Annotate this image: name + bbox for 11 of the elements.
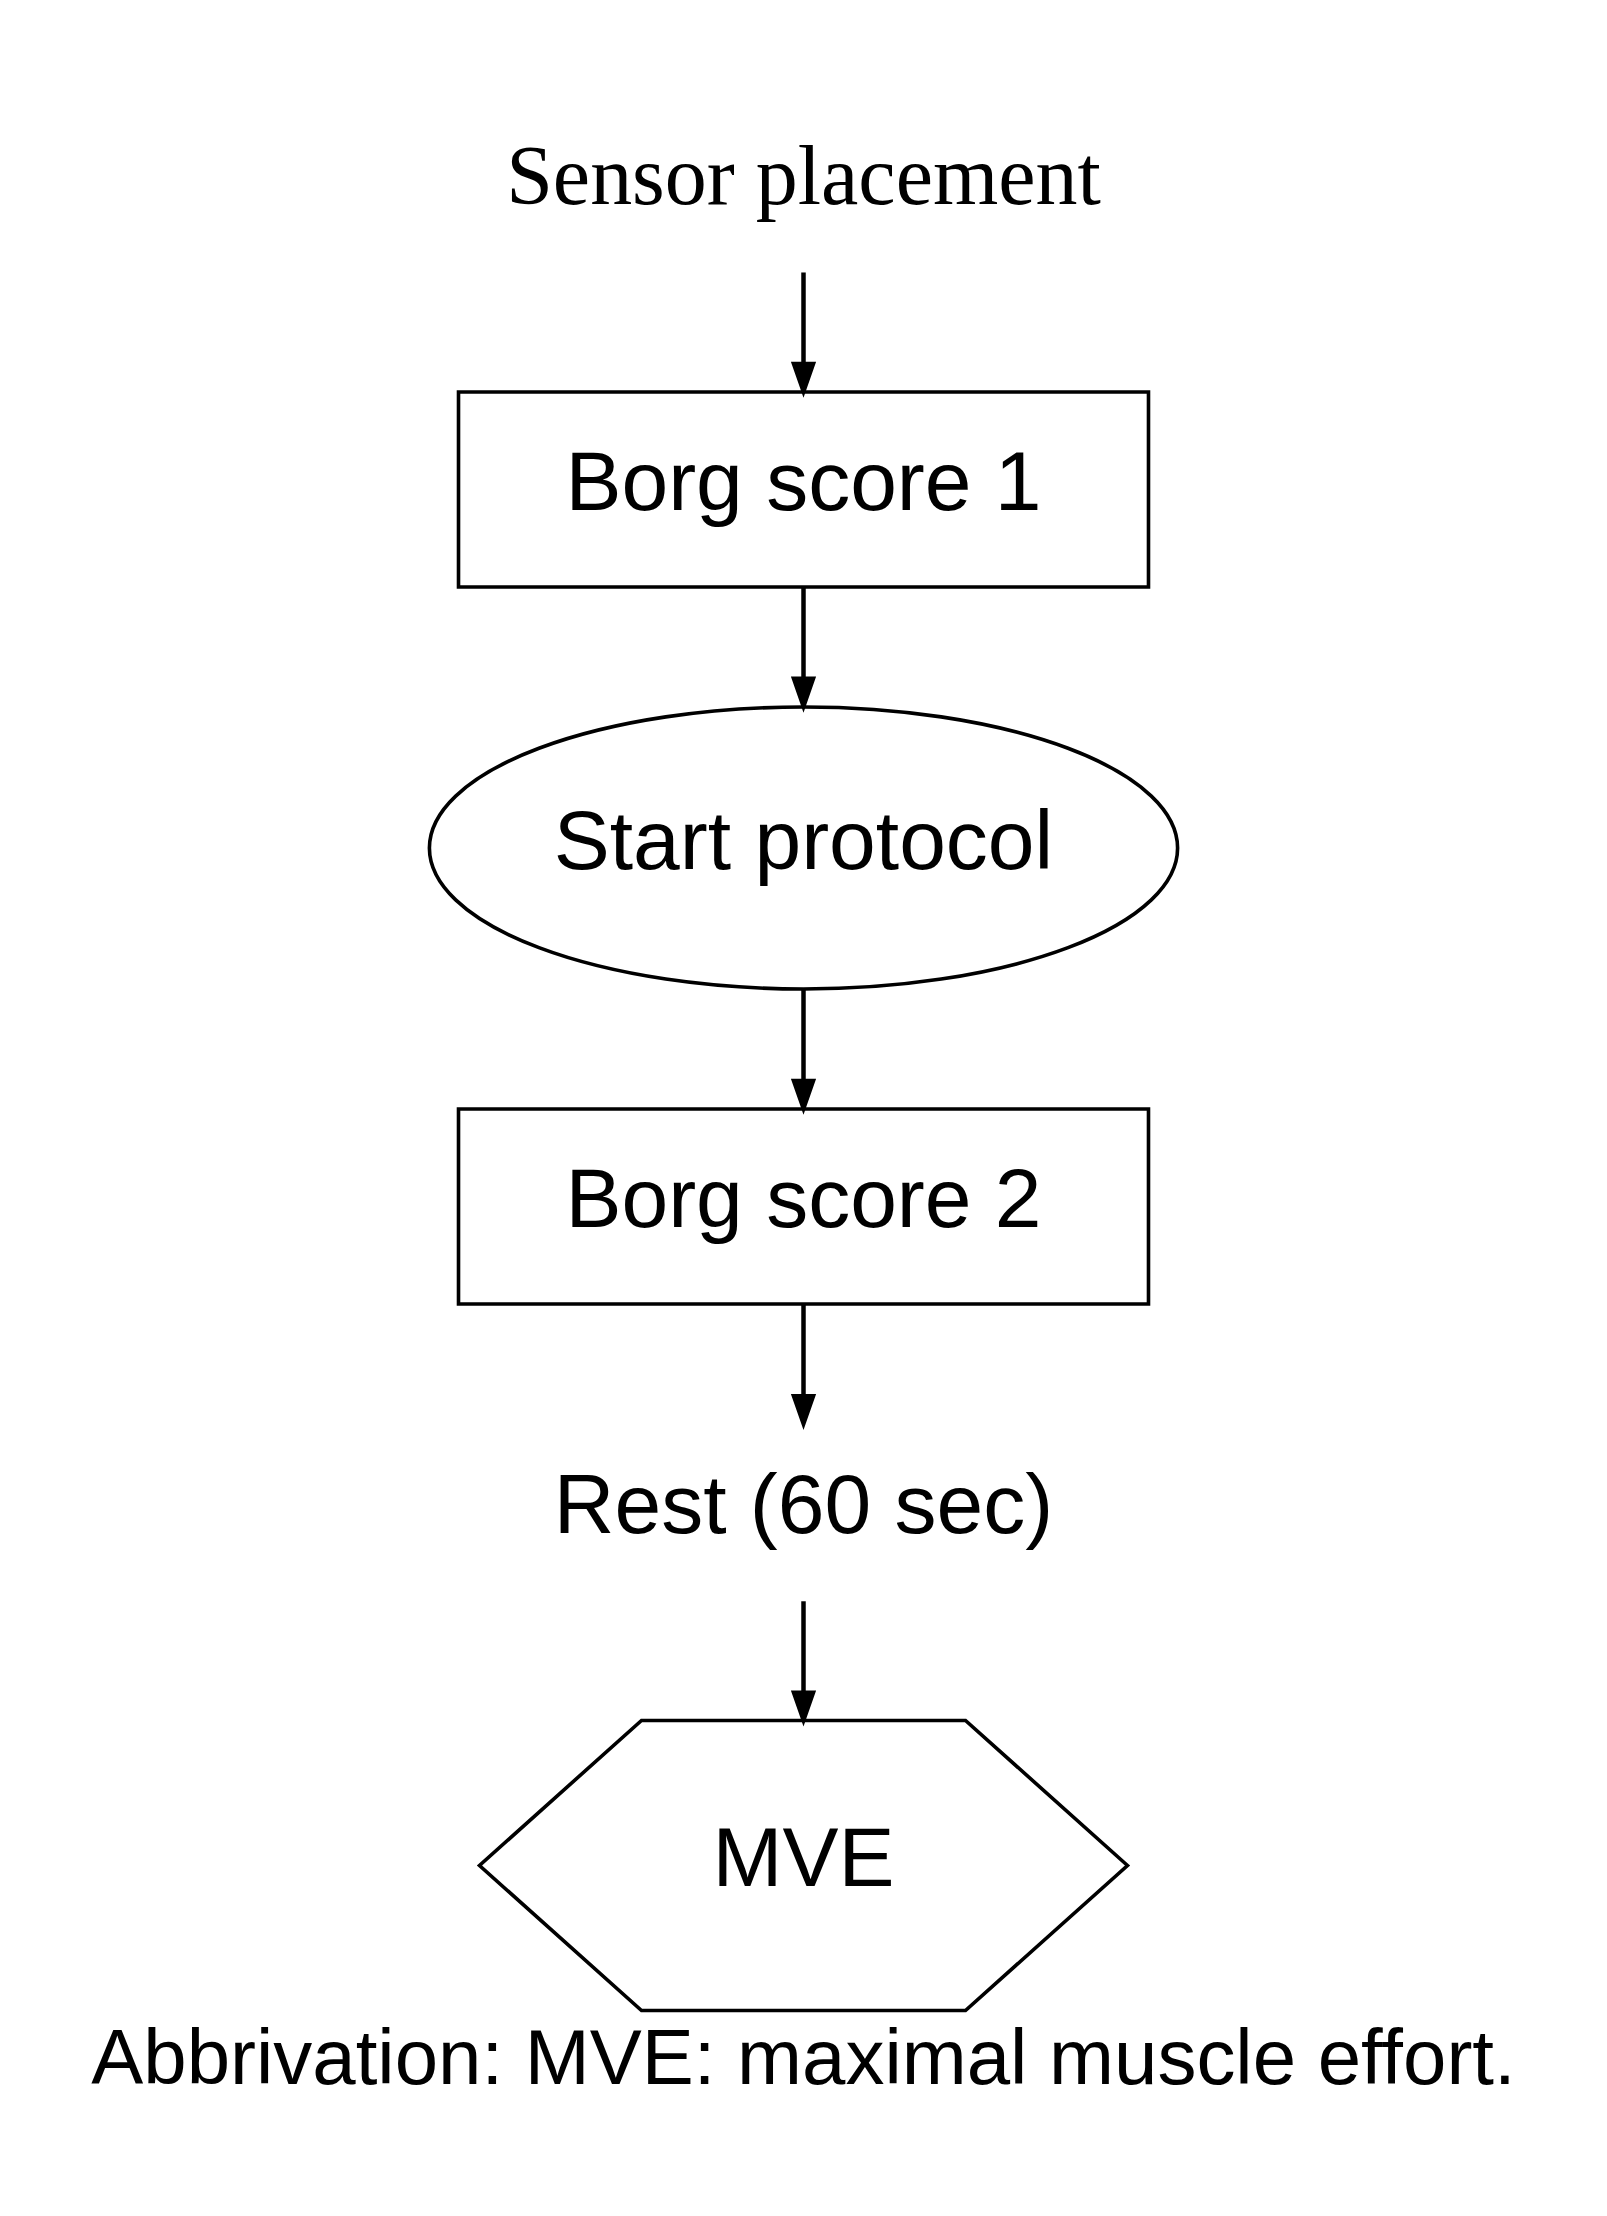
arrow — [790, 1601, 817, 1727]
node-text: Rest (60 sec) — [553, 1457, 1054, 1552]
node-box: Borg score 1 — [456, 390, 1151, 589]
caption: Abbrivation: MVE: maximal muscle effort. — [91, 2013, 1516, 2102]
arrow — [790, 1304, 817, 1431]
arrow — [790, 989, 817, 1115]
node-text: Sensor placement — [506, 129, 1101, 223]
node-ellipse: Start protocol — [427, 705, 1180, 991]
node-box: Borg score 2 — [456, 1107, 1151, 1306]
arrow — [790, 587, 817, 713]
arrow — [790, 272, 817, 398]
